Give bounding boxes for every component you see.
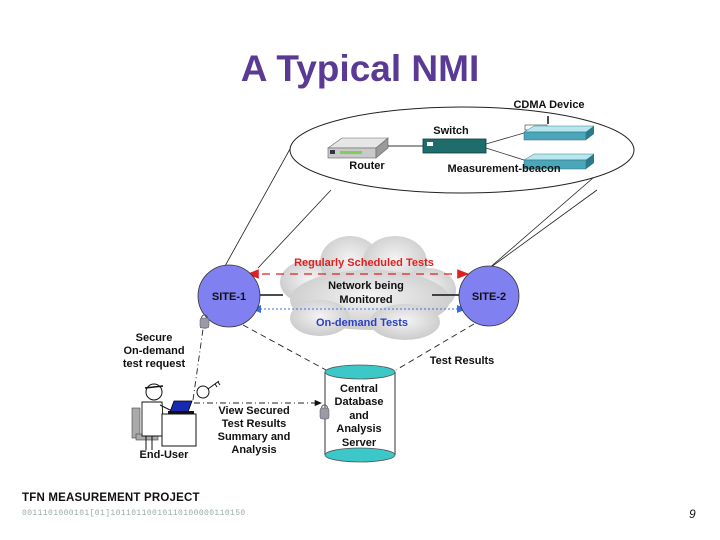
router-label: Router xyxy=(349,160,385,172)
network-label-line1: Network being xyxy=(328,280,404,292)
switch-label: Switch xyxy=(433,125,469,137)
site2-db-link xyxy=(395,323,475,371)
ondemand-tests-label: On-demand Tests xyxy=(316,317,408,329)
server-line5: Server xyxy=(342,437,377,449)
view-results-line3: Summary and xyxy=(218,431,291,443)
site-1-label: SITE-1 xyxy=(212,291,246,303)
server-line3: and xyxy=(349,410,369,422)
end-user-label: End-User xyxy=(140,449,190,461)
measurement-beacon-label: Measurement-beacon xyxy=(447,163,560,175)
server-line4: Analysis xyxy=(336,423,381,435)
cone-line-right-inner xyxy=(486,189,598,271)
secure-request-arrow xyxy=(192,321,207,401)
secure-request-line3: test request xyxy=(123,358,186,370)
secure-request-line2: On-demand xyxy=(123,345,184,357)
site-1-node xyxy=(197,264,261,328)
end-user-icon xyxy=(131,383,197,450)
key-icon xyxy=(196,380,221,399)
site-2-node xyxy=(458,265,520,327)
cdma-device-icon xyxy=(523,116,595,141)
cone-line-left-inner xyxy=(257,189,332,269)
view-results-line4: Analysis xyxy=(231,444,276,456)
padlock-database-icon xyxy=(319,404,330,420)
central-database-icon xyxy=(324,364,396,463)
slide-title: A Typical NMI xyxy=(240,48,480,89)
network-label-line2: Monitored xyxy=(339,294,392,306)
page-number: 9 xyxy=(689,507,696,521)
cone-line-left-outer xyxy=(224,139,296,267)
server-line2: Database xyxy=(335,396,384,408)
cdma-device-label: CDMA Device xyxy=(513,99,584,111)
footer-logo-bits: 0011101000101[01]10110110010110100000110… xyxy=(22,509,246,518)
site-2-label: SITE-2 xyxy=(472,291,506,303)
measurement-beacon-icon xyxy=(523,153,595,170)
padlock-site1-icon xyxy=(199,314,210,329)
secure-request-line1: Secure xyxy=(136,332,173,344)
server-line1: Central xyxy=(340,383,378,395)
router-icon xyxy=(327,137,389,159)
switch-icon xyxy=(422,138,487,154)
view-results-line1: View Secured xyxy=(218,405,289,417)
scheduled-tests-label: Regularly Scheduled Tests xyxy=(294,257,434,269)
footer-logo-text: TFN MEASUREMENT PROJECT xyxy=(22,492,200,504)
switch-beacon-link xyxy=(485,147,525,161)
test-results-label: Test Results xyxy=(430,355,495,367)
view-results-line2: Test Results xyxy=(222,418,287,430)
switch-cdma-link xyxy=(485,132,525,145)
site1-db-link xyxy=(242,324,327,371)
